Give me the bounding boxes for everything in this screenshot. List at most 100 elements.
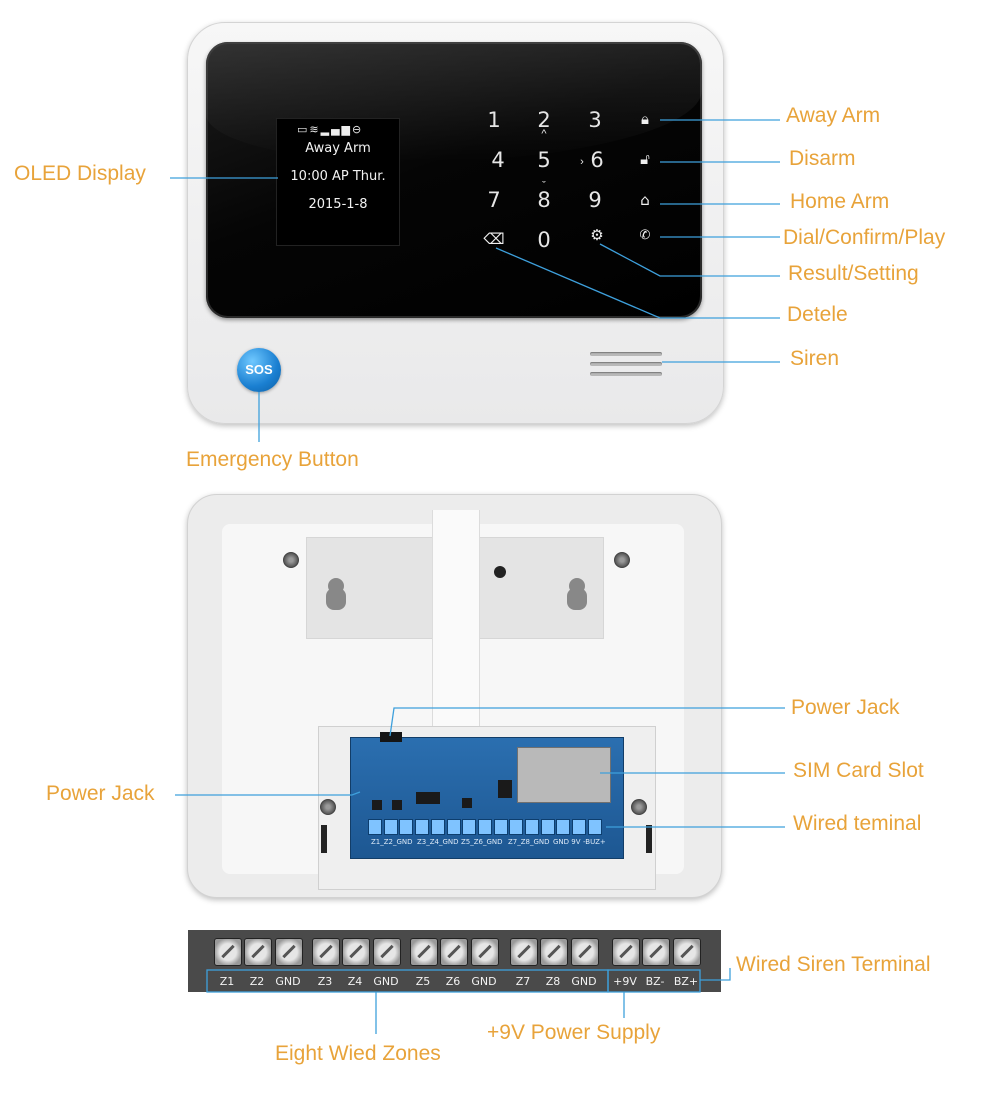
pcb-label: Z3_Z4_GND	[417, 838, 459, 846]
oled-time-text: 10:00 AP Thur.	[290, 169, 386, 184]
home-arm-icon[interactable]: ⌂	[640, 191, 650, 209]
pcb-terminal	[509, 819, 524, 835]
oled-display: ▭≋▂▄▆⊖ Away Arm 10:00 AP Thur. 2015-1-8	[276, 118, 400, 246]
chip-component	[462, 798, 472, 808]
left-arrow-icon: ‹	[498, 156, 502, 168]
terminal-screw[interactable]	[312, 938, 340, 966]
signal-icon: ▂▄▆	[320, 123, 353, 136]
mount-keyhole	[326, 578, 346, 610]
terminal-screw[interactable]	[612, 938, 640, 966]
terminal-label: Z7	[515, 975, 531, 988]
oled-mode-text: Away Arm	[305, 141, 371, 156]
terminal-label: Z6	[445, 975, 461, 988]
terminal-screw[interactable]	[571, 938, 599, 966]
terminal-screw[interactable]	[373, 938, 401, 966]
terminal-label: Z1	[219, 975, 235, 988]
key-5[interactable]: 5	[537, 148, 551, 172]
pcb-label: Z5_Z6_GND	[461, 838, 503, 846]
key-8[interactable]: 8	[537, 188, 551, 212]
callout-sim-card-slot: SIM Card Slot	[793, 759, 924, 782]
pcb-terminal	[540, 819, 555, 835]
down-arrow-icon: ˇ	[542, 180, 546, 192]
key-3[interactable]: 3	[588, 108, 602, 132]
pcb-terminal	[415, 819, 430, 835]
callout-delete: Detele	[787, 303, 848, 326]
terminal-label: GND	[571, 975, 597, 988]
chip-component	[392, 800, 402, 810]
callout-dial-confirm-play: Dial/Confirm/Play	[783, 226, 946, 249]
terminal-label: GND	[275, 975, 301, 988]
key-7[interactable]: 7	[487, 188, 501, 212]
disarm-unlock-icon[interactable]: 🔓︎	[640, 150, 650, 168]
sos-button[interactable]: SOS	[237, 348, 281, 392]
terminal-screw[interactable]	[642, 938, 670, 966]
oled-date-text: 2015-1-8	[308, 197, 368, 212]
terminal-screw[interactable]	[540, 938, 568, 966]
sim-card-slot[interactable]	[517, 747, 611, 803]
pcb-terminal	[399, 819, 414, 835]
pcb-terminal	[587, 819, 602, 835]
callout-home-arm: Home Arm	[790, 190, 890, 213]
callout-wired-terminal: Wired teminal	[793, 812, 922, 835]
pcb-terminal	[462, 819, 477, 835]
pcb-terminal	[446, 819, 461, 835]
battery-icon: ▭	[297, 123, 310, 136]
terminal-label: Z3	[317, 975, 333, 988]
desk-stand	[432, 510, 480, 742]
key-6[interactable]: 6	[590, 148, 604, 172]
terminal-screw[interactable]	[342, 938, 370, 966]
key-2[interactable]: 2	[537, 108, 551, 132]
bay-clip	[321, 825, 327, 853]
tamper-hole	[494, 566, 506, 578]
terminal-label: Z4	[347, 975, 363, 988]
pcb-terminal	[430, 819, 445, 835]
chip-component	[498, 780, 512, 798]
key-9[interactable]: 9	[588, 188, 602, 212]
terminal-screw[interactable]	[275, 938, 303, 966]
callout-siren: Siren	[790, 347, 840, 370]
siren-grille-bar	[590, 362, 662, 366]
callout-power-jack-left: Power Jack	[46, 782, 155, 805]
pcb-terminal	[368, 819, 382, 835]
terminal-screw[interactable]	[440, 938, 468, 966]
screw-icon	[631, 799, 647, 815]
dial-ok-icon[interactable]: ✆	[639, 228, 651, 243]
screw-icon	[283, 552, 299, 568]
terminal-label: BZ+	[673, 975, 699, 988]
key-0[interactable]: 0	[537, 228, 551, 252]
terminal-screw[interactable]	[410, 938, 438, 966]
pcb-label: GND 9V	[553, 838, 581, 846]
pcb-terminal	[493, 819, 508, 835]
pcb-terminal	[556, 819, 571, 835]
screw-icon	[614, 552, 630, 568]
power-jack-port[interactable]	[380, 732, 402, 742]
terminal-label: GND	[471, 975, 497, 988]
setting-icon[interactable]: ⚙	[590, 226, 604, 244]
terminal-screw[interactable]	[510, 938, 538, 966]
callout-wired-siren-terminal: Wired Siren Terminal	[736, 953, 931, 976]
right-arrow-icon: ›	[580, 156, 584, 168]
screw-icon	[320, 799, 336, 815]
terminal-screw[interactable]	[214, 938, 242, 966]
status-icons: ▭≋▂▄▆⊖	[297, 123, 363, 136]
terminal-screw[interactable]	[244, 938, 272, 966]
delete-icon[interactable]: ⌫	[483, 230, 505, 248]
up-arrow-icon: ^	[541, 128, 547, 140]
callout-result-setting: Result/Setting	[788, 262, 919, 285]
siren-grille-bar	[590, 352, 662, 356]
callout-away-arm: Away Arm	[786, 104, 881, 127]
away-arm-lock-icon[interactable]: 🔒︎	[641, 110, 649, 128]
terminal-label: BZ-	[645, 975, 665, 988]
terminal-screw[interactable]	[471, 938, 499, 966]
pcb-label: Z7_Z8_GND	[508, 838, 550, 846]
callout-power-supply: +9V Power Supply	[487, 1021, 661, 1044]
terminal-label: GND	[373, 975, 399, 988]
pcb-terminal	[477, 819, 492, 835]
terminal-label: Z2	[249, 975, 265, 988]
pcb-terminal	[572, 819, 587, 835]
key-1[interactable]: 1	[487, 108, 501, 132]
key-4[interactable]: 4	[491, 148, 505, 172]
pcb-label: Z1_Z2_GND	[371, 838, 413, 846]
terminal-screw[interactable]	[673, 938, 701, 966]
